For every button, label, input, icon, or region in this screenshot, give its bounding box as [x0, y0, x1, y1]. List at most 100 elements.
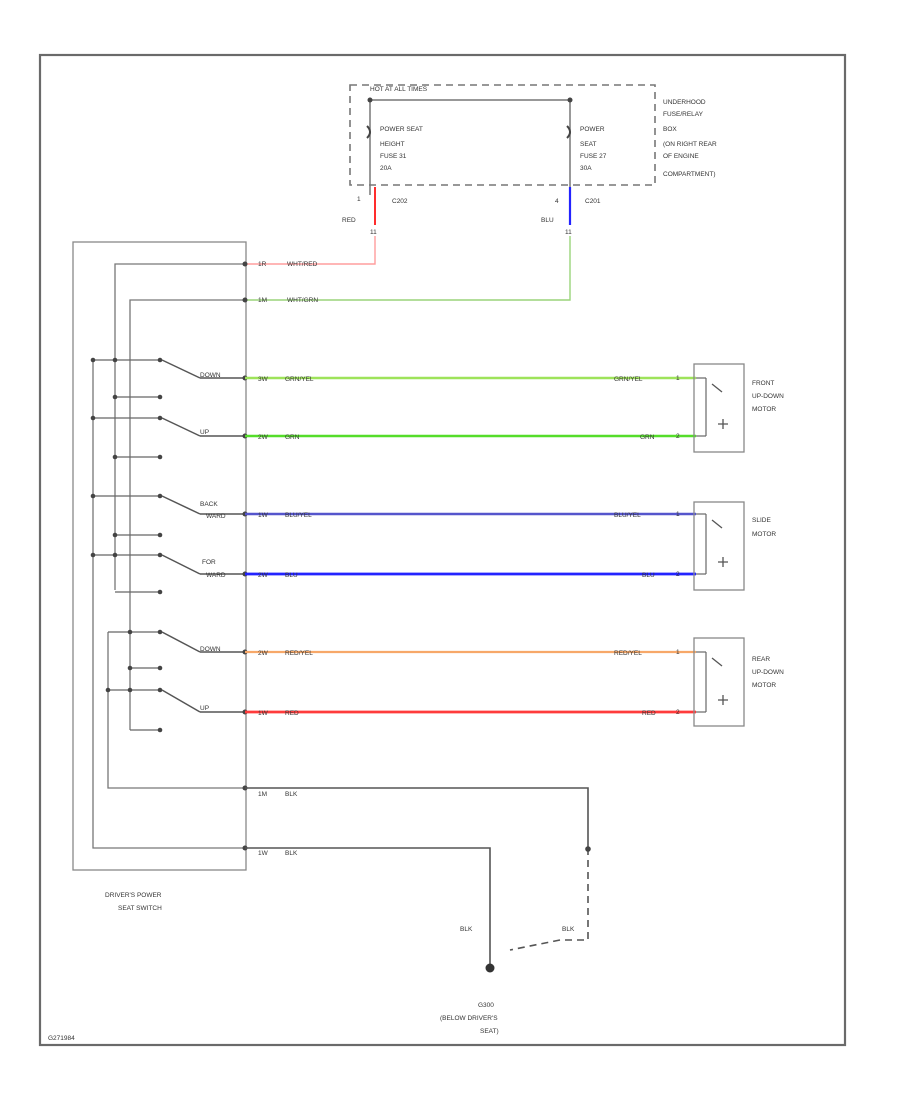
- wire-6-pin: 1W: [258, 710, 269, 717]
- switch-label-front-up: UP: [200, 429, 209, 436]
- ground-name-2: (BELOW DRIVER'S: [440, 1015, 498, 1022]
- switch-contact-dots: [90, 357, 163, 733]
- fuse-box-location-5: OF ENGINE: [663, 153, 699, 160]
- wire-4-pin: 2W: [258, 572, 269, 579]
- c202-pin: 1: [357, 196, 361, 203]
- wire-2-end-label: GRN: [640, 434, 655, 441]
- wire-6-end-label: RED: [642, 710, 656, 717]
- wire-1-end-label: GRN/YEL: [614, 376, 643, 383]
- wire-5-pin: 2W: [258, 650, 269, 657]
- ground-wire-1-label: BLK: [285, 791, 298, 798]
- switch-bus-red: [114, 263, 245, 590]
- slide-motor-name-1: SLIDE: [752, 517, 771, 524]
- switch-label-rear-up: UP: [200, 705, 209, 712]
- ground-wire-left-label: BLK: [460, 926, 473, 933]
- fuse-junction-right: [567, 97, 573, 103]
- ground-wire-right-label: BLK: [562, 926, 575, 933]
- fuse-right-line-1: POWER: [580, 126, 605, 133]
- switch-ground-bus-2: [107, 632, 245, 789]
- front-motor-box: [693, 363, 745, 453]
- ground-point-g300: BLK BLK G300 (BELOW DRIVER'S SEAT): [440, 926, 575, 1035]
- drivers-power-seat-switch: DOWN UP BACK WARD FOR WARD DOWN UP DRIVE…: [72, 241, 248, 912]
- switch-label-for-2: WARD: [206, 572, 226, 579]
- rear-motor-name-2: UP-DOWN: [752, 669, 784, 676]
- switch-label-back-2: WARD: [206, 513, 226, 520]
- switch-name-line-2: SEAT SWITCH: [118, 905, 162, 912]
- front-motor-name-3: MOTOR: [752, 406, 776, 413]
- wire-3-label: BLU/YEL: [285, 512, 312, 519]
- wire-6-end-pin: 2: [676, 709, 680, 716]
- wire-3-pin: 1W: [258, 512, 269, 519]
- ground-wire-2-label: BLK: [285, 850, 298, 857]
- slide-motor: SLIDE MOTOR: [693, 501, 776, 591]
- feed-wire-1-pin: 1R: [258, 261, 267, 268]
- ground-point-dot: [485, 963, 495, 973]
- fuse-box-location-1: UNDERHOOD: [663, 99, 706, 106]
- switch-name-line-1: DRIVER'S POWER: [105, 892, 162, 899]
- feed-wire-2-pin: 1M: [258, 297, 267, 304]
- switch-terminals: [242, 261, 248, 851]
- ground-wire-upper-dashed: [509, 848, 589, 951]
- ground-wire-1-pin: 1M: [258, 791, 267, 798]
- fuse-right-line-3: FUSE 27: [580, 153, 607, 160]
- c202-wire-color: RED: [342, 217, 356, 224]
- feed-wire-wht-grn: [245, 236, 571, 301]
- feed-wire-2-label: WHT/GRN: [287, 297, 318, 304]
- wire-2-pin: 2W: [258, 434, 269, 441]
- wire-2-end-pin: 2: [676, 433, 680, 440]
- fuse-box-location-4: (ON RIGHT REAR: [663, 141, 717, 148]
- wire-1-end-pin: 1: [676, 375, 680, 382]
- c201-name: C201: [585, 198, 601, 205]
- wire-2-label: GRN: [285, 434, 300, 441]
- fuse-box-location-2: FUSE/RELAY: [663, 111, 704, 118]
- wire-1-pin: 3W: [258, 376, 269, 383]
- c201-pin: 4: [555, 198, 559, 205]
- diagram-frame: [38, 53, 847, 1047]
- slide-motor-name-2: MOTOR: [752, 531, 776, 538]
- feed-wire-wht-red: [245, 236, 376, 265]
- fuse-left-line-2: HEIGHT: [380, 141, 405, 148]
- switch-outline: [72, 241, 247, 871]
- wire-5-end-label: RED/YEL: [614, 650, 642, 657]
- rear-up-down-motor: REAR UP-DOWN MOTOR: [693, 637, 784, 727]
- fuse-left-symbol: [366, 125, 371, 139]
- wire-5-end-pin: 1: [676, 649, 680, 656]
- fuse-left-line-1: POWER SEAT: [380, 126, 423, 133]
- fuse-relay-box: HOT AT ALL TIMES POWER SEAT HEIGHT FUSE …: [349, 84, 717, 195]
- wire-4-end-label: BLU: [642, 572, 655, 579]
- slide-motor-box: [693, 501, 745, 591]
- fuse-box-location-6: COMPARTMENT): [663, 171, 715, 178]
- switch-label-rear-down: DOWN: [200, 646, 221, 653]
- front-motor-name-1: FRONT: [752, 380, 774, 387]
- fuse-junction-left: [367, 97, 373, 103]
- ground-splice: [585, 846, 591, 852]
- c201-pin-below: 11: [565, 229, 572, 236]
- ground-wire-2-pin: 1W: [258, 850, 269, 857]
- rear-motor-name-1: REAR: [752, 656, 770, 663]
- ground-name-1: G300: [478, 1002, 494, 1009]
- connector-c201: 4 C201 BLU 11: [541, 187, 601, 236]
- figure-id: G271984: [48, 1035, 75, 1042]
- wire-5-label: RED/YEL: [285, 650, 313, 657]
- ground-wire-lower: [245, 847, 491, 968]
- switch-label-for-1: FOR: [202, 559, 216, 566]
- switch-label-back-1: BACK: [200, 501, 218, 508]
- wire-4-end-pin: 2: [676, 571, 680, 578]
- wire-3-end-label: BLU/YEL: [614, 512, 641, 519]
- c201-wire-color: BLU: [541, 217, 554, 224]
- ground-wire-upper: [245, 787, 589, 848]
- wire-3-end-pin: 1: [676, 511, 680, 518]
- ground-name-3: SEAT): [480, 1028, 499, 1035]
- wire-1-label: GRN/YEL: [285, 376, 314, 383]
- fuse-left-line-4: 20A: [380, 165, 392, 172]
- ground-wires: 1M BLK 1W BLK: [245, 787, 591, 968]
- hot-at-all-times-label: HOT AT ALL TIMES: [370, 86, 428, 93]
- switch-blades: [161, 359, 245, 713]
- motor-wire-labels: 3W GRN/YEL GRN/YEL 1 2W GRN GRN 2 1W BLU…: [258, 375, 680, 717]
- fuse-right-symbol: [566, 125, 571, 139]
- rear-motor-name-3: MOTOR: [752, 682, 776, 689]
- c202-pin-below: 11: [370, 229, 377, 236]
- wire-4-label: BLU: [285, 572, 298, 579]
- fuse-right-line-4: 30A: [580, 165, 592, 172]
- switch-bus-green: [129, 299, 245, 730]
